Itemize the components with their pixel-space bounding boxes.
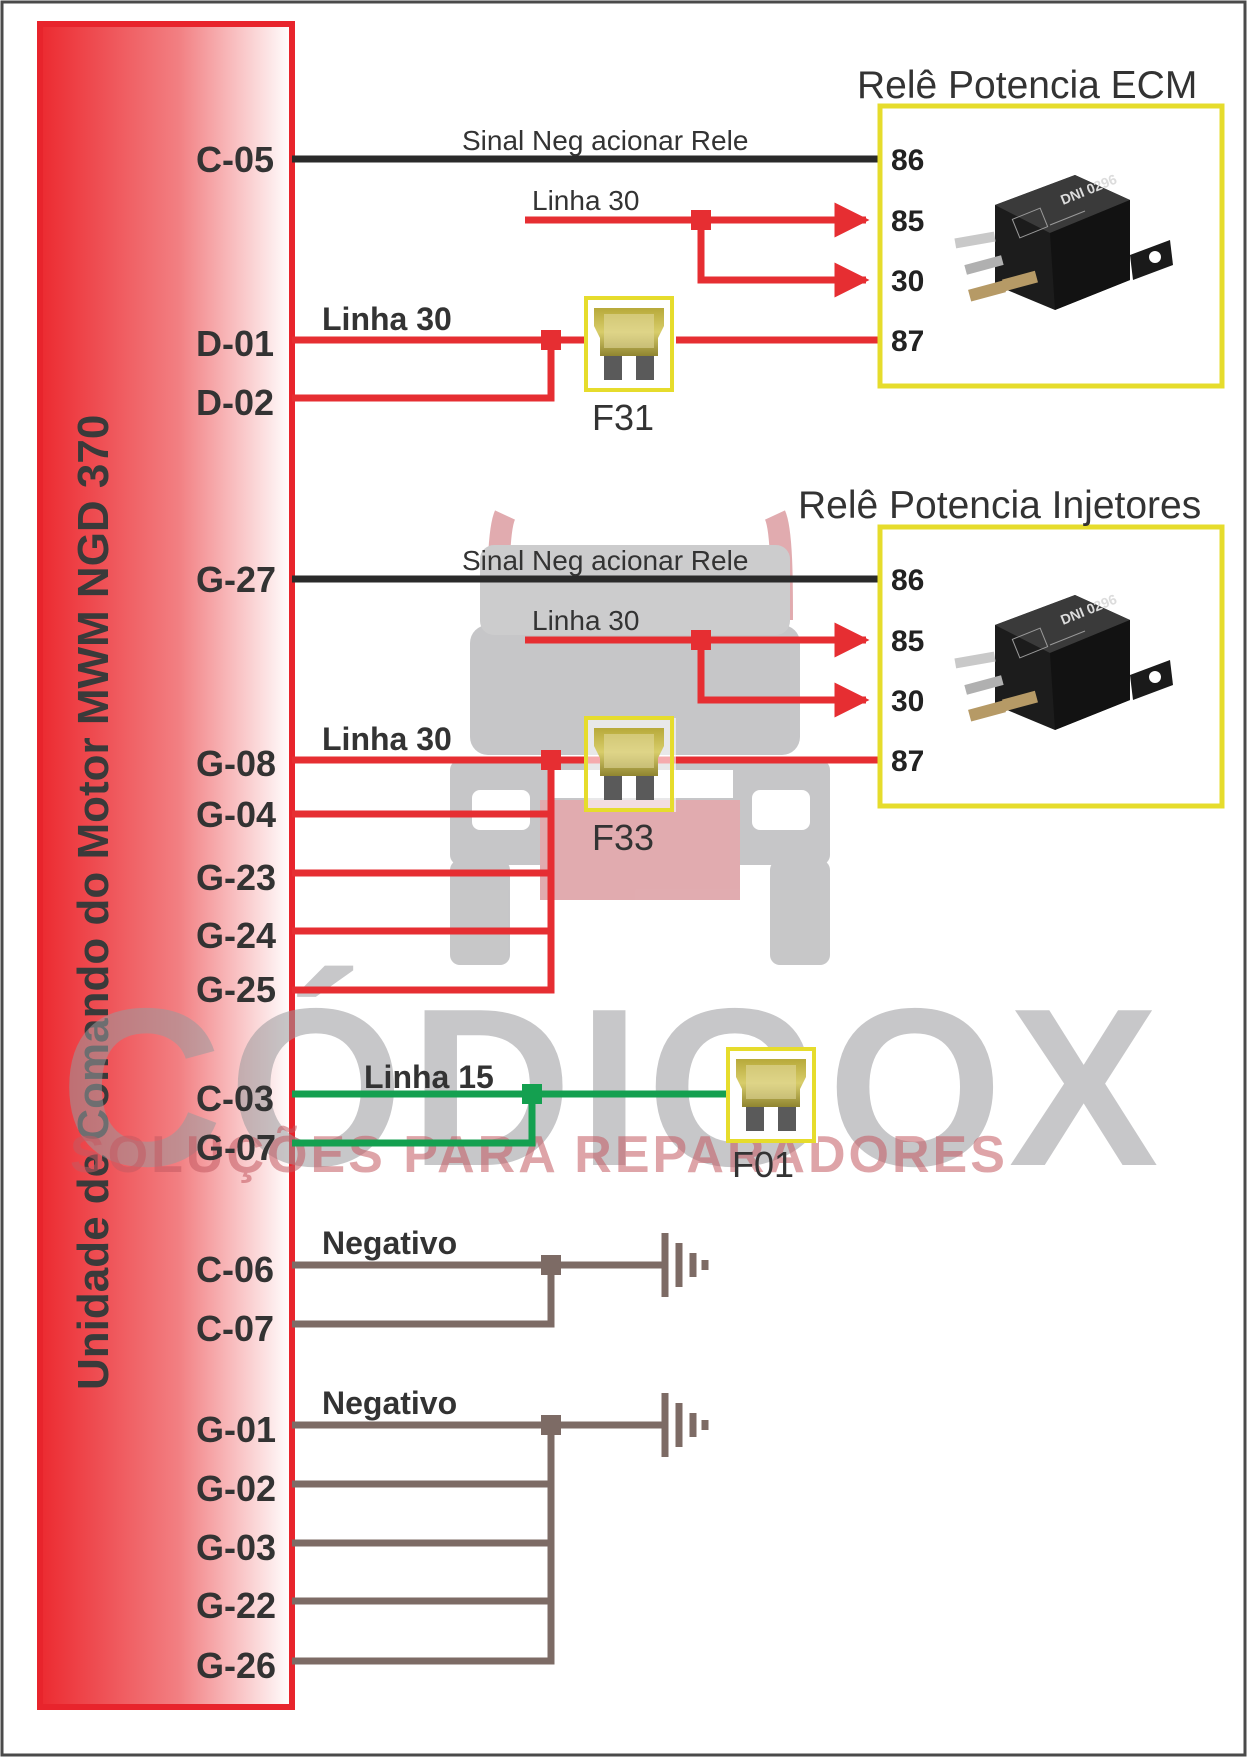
wire-label: Linha 30 — [322, 721, 452, 757]
wire-label: Linha 30 — [532, 185, 639, 216]
wire-ground — [292, 1425, 555, 1665]
watermark: CÓDIGOX SOLUÇÕES PARA REPARADORES — [60, 510, 1165, 1213]
relay-title: Relê Potencia Injetores — [798, 484, 1201, 527]
relay-terminal: 87 — [891, 745, 924, 778]
pin-label: C-07 — [196, 1308, 274, 1349]
fuse-label: F01 — [732, 1144, 794, 1185]
pin-label: G-07 — [196, 1127, 276, 1168]
wire-linha15 — [292, 1094, 536, 1147]
splice-node — [541, 330, 561, 350]
pin-label: G-01 — [196, 1409, 276, 1450]
pin-label: G-03 — [196, 1527, 276, 1568]
pin-label: G-22 — [196, 1585, 276, 1626]
truck-watermark-icon — [450, 510, 830, 965]
wire-label: Sinal Neg acionar Rele — [462, 125, 748, 156]
pin-label: D-02 — [196, 382, 274, 423]
relay-terminal: 30 — [891, 265, 924, 298]
pin-label: G-25 — [196, 969, 276, 1010]
pin-label: G-26 — [196, 1645, 276, 1686]
wire-linha30 — [292, 340, 555, 402]
relay-terminal: 86 — [891, 144, 924, 177]
splice-node — [541, 1255, 561, 1275]
pin-label: G-08 — [196, 743, 276, 784]
wire-label: Sinal Neg acionar Rele — [462, 545, 748, 576]
ecu-title: Unidade de Comando do Motor MWM NGD 370 — [69, 415, 118, 1390]
fuse-label: F31 — [592, 397, 654, 438]
ground-circuit-2: Negativo — [292, 1385, 705, 1665]
wire-linha30 — [292, 760, 555, 994]
splice-node — [541, 750, 561, 770]
wire-ground — [292, 1265, 555, 1328]
pin-label: G-04 — [196, 794, 276, 835]
relay-ecm: Relê Potencia ECM 86 85 30 87 — [857, 64, 1225, 389]
pin-label: G-24 — [196, 915, 276, 956]
fuse-label: F33 — [592, 817, 654, 858]
splice-node — [541, 1415, 561, 1435]
splice-node — [691, 210, 711, 230]
splice-node — [522, 1084, 542, 1104]
wire-label: Negativo — [322, 1225, 457, 1261]
relay-terminal: 85 — [891, 205, 924, 238]
relay-terminal: 85 — [891, 625, 924, 658]
watermark-brand: CÓDIGOX — [60, 961, 1165, 1213]
linha15-circuit: Linha 15 F01 — [292, 1047, 818, 1185]
relay-terminal: 86 — [891, 564, 924, 597]
wire-linha30 — [697, 640, 870, 718]
pin-label: C-06 — [196, 1249, 274, 1290]
pin-label: G-27 — [196, 559, 276, 600]
watermark-tagline: SOLUÇÕES PARA REPARADORES — [70, 1125, 1008, 1184]
fuse-icon — [726, 1047, 818, 1143]
pin-label: G-02 — [196, 1468, 276, 1509]
relay-ecm-circuit: Sinal Neg acionar Rele Linha 30 Linha 30… — [292, 64, 1225, 438]
wire-label: Linha 30 — [532, 605, 639, 636]
relay-terminal: 87 — [891, 325, 924, 358]
splice-node — [691, 630, 711, 650]
relay-injectors-circuit: Sinal Neg acionar Rele Linha 30 Linha 30… — [292, 484, 1225, 994]
ecu-block: Unidade de Comando do Motor MWM NGD 370 — [37, 21, 295, 1710]
wire-label: Linha 30 — [322, 301, 452, 337]
wire-label: Negativo — [322, 1385, 457, 1421]
fuse-icon — [584, 296, 676, 392]
relay-injectors: Relê Potencia Injetores 86 85 30 87 — [798, 484, 1225, 809]
pin-label: G-23 — [196, 857, 276, 898]
relay-terminal: 30 — [891, 685, 924, 718]
pin-label: D-01 — [196, 323, 274, 364]
wire-label: Linha 15 — [364, 1059, 494, 1095]
wire-linha30 — [697, 220, 870, 298]
fuse-icon — [584, 716, 676, 812]
relay-title: Relê Potencia ECM — [857, 64, 1197, 107]
ecu-pin-labels: C-05 D-01 D-02 G-27 G-08 G-04 G-23 G-24 … — [196, 139, 276, 1686]
ground-circuit-1: Negativo — [292, 1225, 705, 1328]
pin-label: C-05 — [196, 139, 274, 180]
pin-label: C-03 — [196, 1078, 274, 1119]
